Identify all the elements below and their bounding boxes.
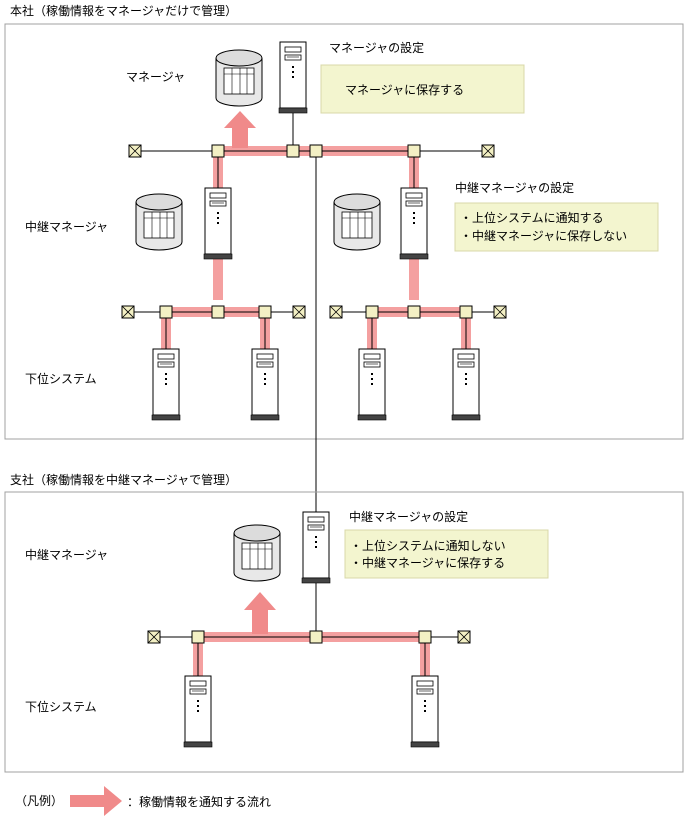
hq-title: 本社（稼働情報をマネージャだけで管理） <box>10 3 237 18</box>
hq-relay-label: 中継マネージャ <box>25 219 108 234</box>
hq-node <box>459 305 473 319</box>
lower-system-server-icon <box>250 348 280 421</box>
hq-node <box>407 144 421 158</box>
hq-node <box>309 144 323 158</box>
hq-node <box>159 305 173 319</box>
hq-terminator-left <box>329 305 343 319</box>
lower-system-server-icon <box>451 348 481 421</box>
branch-title: 支社（稼働情報を中継マネージャで管理） <box>10 472 237 487</box>
hq-frame <box>4 23 684 440</box>
branch-frame <box>4 491 684 773</box>
branch-relay-database-icon <box>233 524 281 582</box>
hq-node <box>365 305 379 319</box>
branch-lower-server-icon <box>183 675 213 748</box>
branch-node <box>191 630 205 644</box>
relay-database-icon <box>135 193 183 251</box>
hq-terminator-right <box>481 144 495 158</box>
hq-node <box>286 144 300 158</box>
manager-setting-box <box>320 64 525 114</box>
relay-server-icon <box>399 187 429 260</box>
branch-node <box>418 630 432 644</box>
branch-upload-arrow <box>244 592 276 634</box>
hq-terminator-left <box>121 305 135 319</box>
hq-relay-setting-box <box>454 202 659 252</box>
hq-node <box>211 144 225 158</box>
branch-relay-setting-title: 中継マネージャの設定 <box>349 509 468 524</box>
legend-description: ：稼働情報を通知する流れ <box>127 794 271 809</box>
hq-node <box>407 305 421 319</box>
branch-terminator-left <box>147 630 161 644</box>
branch-network-lines <box>154 580 464 682</box>
lower-system-server-icon <box>151 348 181 421</box>
manager-server-icon <box>278 41 308 114</box>
hq-relay-setting-item: ・中継マネージャに保存しない <box>460 228 627 243</box>
hq-lower-label: 下位システム <box>25 371 97 386</box>
branch-lower-label: 下位システム <box>25 699 97 714</box>
branch-flow-paths <box>193 632 430 682</box>
branch-relay-setting-item: ・上位システムに通知しない <box>350 538 506 553</box>
legend-prefix: （凡例） <box>15 794 63 808</box>
relay-database-icon <box>333 193 381 251</box>
manager-database-icon <box>215 49 263 107</box>
legend-arrow-icon <box>70 786 122 816</box>
hq-upload-arrow <box>224 111 256 148</box>
branch-relay-server-icon <box>301 511 331 584</box>
branch-lower-server-icon <box>410 675 440 748</box>
hq-terminator-right <box>292 305 306 319</box>
manager-setting-item: マネージャに保存する <box>345 83 464 97</box>
hq-relay-setting-title: 中継マネージャの設定 <box>455 180 574 195</box>
manager-setting-title: マネージャの設定 <box>329 40 424 55</box>
hq-manager-label: マネージャ <box>126 70 185 84</box>
branch-relay-setting-box <box>344 529 549 579</box>
hq-node <box>258 305 272 319</box>
branch-terminator-right <box>457 630 471 644</box>
branch-relay-setting-item: ・中継マネージャに保存する <box>350 555 505 570</box>
relay-server-icon <box>203 187 233 260</box>
hq-node <box>211 305 225 319</box>
branch-node <box>309 630 323 644</box>
lower-system-server-icon <box>357 348 387 421</box>
hq-terminator-left <box>128 144 142 158</box>
hq-terminator-right <box>493 305 507 319</box>
branch-relay-label: 中継マネージャ <box>25 547 108 562</box>
hq-relay-setting-item: ・上位システムに通知する <box>460 210 604 225</box>
